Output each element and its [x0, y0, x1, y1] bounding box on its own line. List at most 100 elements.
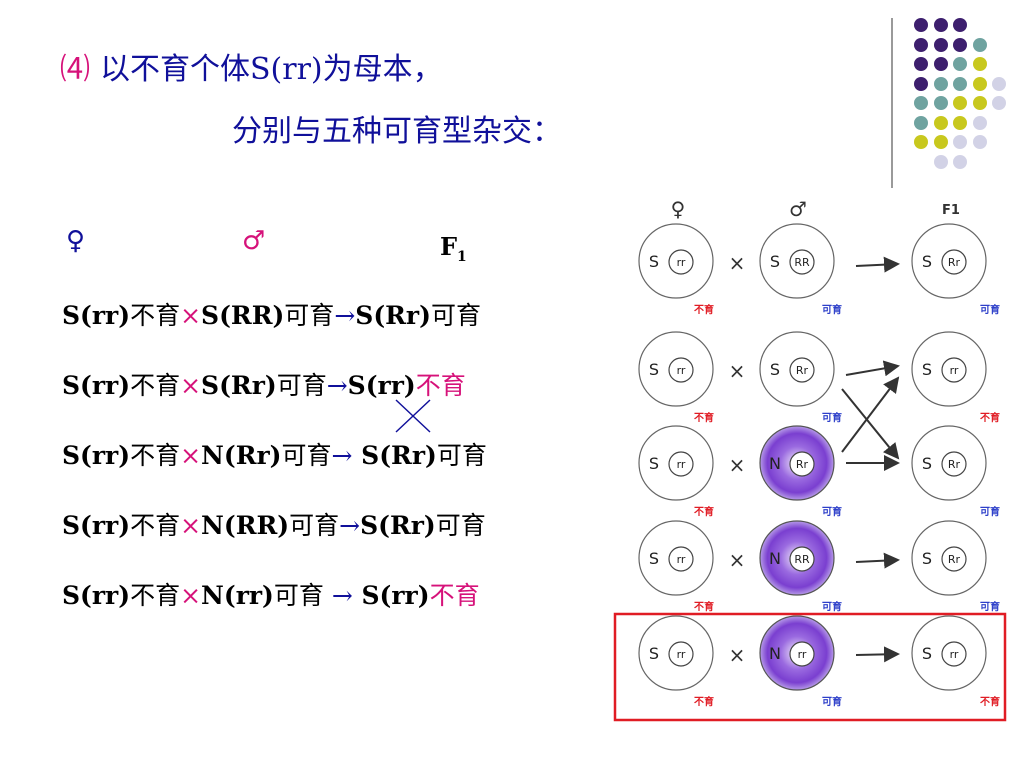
decorative-dot: [953, 115, 967, 130]
decorative-dot: [914, 37, 928, 52]
figure-arrow: [845, 360, 900, 377]
offspring-nucleus-genotype: rr: [950, 648, 959, 661]
mother-phenotype: 不育: [130, 441, 181, 470]
father-cytoplasm-type: N: [769, 644, 781, 663]
slide-title-line2: 分别与五种可育型杂交：: [232, 114, 562, 149]
mother-phenotype-label: 不育: [694, 411, 714, 424]
offspring-nucleus-genotype: Rr: [948, 553, 961, 566]
decorative-dot: [953, 154, 967, 169]
mother-cytoplasm-type: S: [649, 360, 659, 379]
father-nucleus-genotype: rr: [798, 648, 807, 661]
mother-cytoplasm-type: S: [649, 549, 659, 568]
result-arrow: →: [331, 441, 353, 470]
father-nucleus-genotype: RR: [794, 256, 810, 269]
decorative-dot: [933, 115, 948, 130]
mother-genotype: S(rr): [62, 371, 131, 400]
offspring-genotype: S(rr): [347, 371, 416, 400]
father-phenotype: 可育: [273, 581, 332, 610]
result-arrow: →: [334, 301, 356, 330]
decorative-dot: [992, 96, 1006, 110]
father-phenotype-label: 可育: [822, 303, 842, 316]
mother-phenotype: 不育: [130, 511, 181, 540]
decorative-dot: [972, 135, 987, 149]
mother-nucleus: [668, 451, 694, 477]
father-cytoplasm-type: N: [769, 549, 781, 568]
offspring-nucleus: [941, 546, 967, 572]
mother-cytoplasm-type: S: [649, 644, 659, 663]
item-number: ⑷: [60, 52, 90, 87]
result-arrow: →: [331, 581, 353, 610]
offspring-phenotype-label: 可育: [980, 600, 1000, 613]
figure-cross-sign: ×: [729, 453, 746, 477]
mother-nucleus: [668, 546, 694, 572]
father-genotype: S(Rr): [201, 371, 277, 400]
result-arrow: →: [326, 371, 348, 400]
father-nucleus-genotype: RR: [794, 553, 810, 566]
decorative-dot: [914, 18, 928, 32]
decorative-dot: [953, 96, 967, 110]
offspring-phenotype-label: 可育: [980, 303, 1000, 316]
mother-phenotype-label: 不育: [694, 600, 714, 613]
father-nucleus-genotype: Rr: [796, 458, 809, 471]
result-arrow: →: [339, 511, 361, 540]
offspring-cytoplasm-type: S: [922, 252, 932, 271]
father-phenotype-label: 可育: [822, 600, 842, 613]
cross-row: S(rr)不育×N(Rr)可育→ S(Rr)可育: [62, 436, 487, 472]
cross-sign: ×: [180, 371, 202, 400]
decorative-dot: [914, 57, 928, 71]
offspring-genotype: S(rr): [352, 581, 430, 610]
mother-genotype: S(rr): [62, 511, 131, 540]
highlight-box: [613, 612, 1007, 722]
figure-cross-sign: ×: [729, 251, 746, 275]
father-phenotype: 可育: [276, 371, 327, 400]
offspring-cytoplasm-type: S: [922, 360, 932, 379]
father-nucleus: [789, 451, 815, 477]
mother-phenotype: 不育: [130, 301, 181, 330]
decorative-dot: [933, 76, 948, 91]
father-nucleus: [789, 641, 815, 667]
decorative-dot: [953, 76, 967, 91]
cross-row: S(rr)不育×N(RR)可育→S(Rr)可育: [62, 506, 486, 542]
decorative-dot: [953, 37, 967, 52]
decorative-dot: [914, 76, 928, 91]
decorative-dot: [933, 37, 948, 52]
father-nucleus: [789, 357, 815, 383]
father-phenotype: 可育: [281, 441, 332, 470]
offspring-cytoplasm-type: S: [922, 644, 932, 663]
mother-phenotype-label: 不育: [694, 303, 714, 316]
figure-female-symbol: ♀: [671, 197, 686, 221]
mother-phenotype: 不育: [130, 581, 181, 610]
father-phenotype-label: 可育: [822, 505, 842, 518]
mother-nucleus-genotype: rr: [677, 256, 686, 269]
mother-nucleus-genotype: rr: [677, 364, 686, 377]
decorative-dot: [914, 96, 928, 110]
decorative-dot: [972, 96, 987, 110]
offspring-phenotype-label: 可育: [980, 505, 1000, 518]
decorative-dot: [933, 154, 948, 169]
f1-header: F1: [440, 232, 467, 265]
cross-sign: ×: [180, 581, 202, 610]
offspring-cytoplasm-type: S: [922, 454, 932, 473]
mother-genotype: S(rr): [62, 581, 131, 610]
father-nucleus: [789, 546, 815, 572]
decorative-divider: [891, 18, 893, 188]
decorative-dot: [914, 135, 928, 149]
figure-cross-sign: ×: [729, 643, 746, 667]
figure-arrow: [855, 646, 900, 663]
mother-nucleus: [668, 641, 694, 667]
mother-phenotype-label: 不育: [694, 695, 714, 708]
offspring-nucleus-genotype: Rr: [948, 458, 961, 471]
title-line1-text: 以不育个体S(rr)为母本，: [100, 52, 443, 87]
decorative-dot: [972, 115, 987, 130]
offspring-genotype: S(Rr): [355, 301, 431, 330]
offspring-phenotype-label: 不育: [980, 411, 1000, 424]
mother-nucleus: [668, 249, 694, 275]
father-nucleus-genotype: Rr: [796, 364, 809, 377]
father-phenotype: 可育: [289, 511, 340, 540]
offspring-genotype: S(Rr): [360, 511, 436, 540]
figure-cross-sign: ×: [729, 359, 746, 383]
figure-arrow: [855, 256, 900, 273]
decorative-dot: [953, 57, 967, 71]
offspring-nucleus-genotype: Rr: [948, 256, 961, 269]
